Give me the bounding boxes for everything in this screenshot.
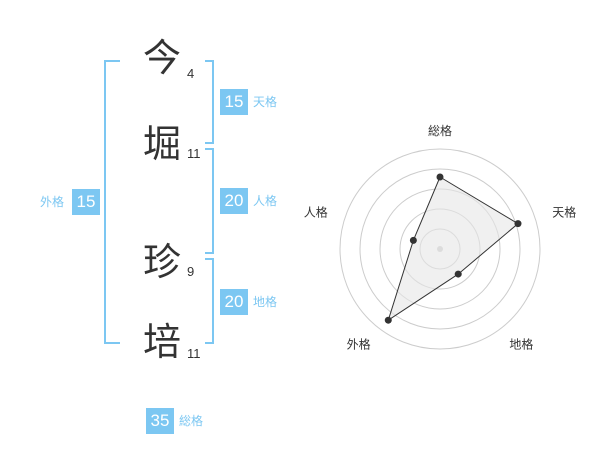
radar-axis-label: 外格	[347, 336, 371, 351]
chikaku-label: 地格	[253, 295, 278, 309]
radar-ring	[339, 148, 541, 350]
chikaku-value-badge: 20	[220, 289, 248, 315]
stroke-count-3: 9	[187, 264, 195, 279]
radar-point-4	[384, 316, 392, 324]
name-char-2: 堀	[142, 122, 181, 166]
soukaku-label: 総格	[179, 414, 204, 428]
gaikaku-bracket	[104, 60, 120, 344]
tenkaku-bracket	[205, 60, 214, 144]
radar-axis-label: 人格	[304, 205, 328, 220]
radar-point-1	[436, 173, 444, 181]
radar-axis-label: 天格	[552, 205, 576, 220]
radar-point-5	[409, 236, 417, 244]
name-char-4: 培	[142, 320, 181, 364]
radar-series-area	[387, 176, 519, 322]
stroke-count-1: 4	[187, 66, 195, 81]
jinkaku-value-badge: 20	[220, 188, 248, 214]
jinkaku-label: 人格	[253, 194, 278, 208]
radar-point-3	[454, 270, 462, 278]
radar-axis-label: 総格	[428, 123, 452, 138]
name-char-3: 珍	[142, 240, 181, 284]
chikaku-bracket	[205, 258, 214, 344]
radar-axis-label: 地格	[509, 336, 533, 351]
stroke-count-2: 11	[187, 146, 201, 161]
jinkaku-bracket	[205, 148, 214, 254]
name-char-1: 今	[142, 36, 181, 80]
tenkaku-label: 天格	[253, 95, 278, 109]
gaikaku-value-badge: 15	[72, 189, 100, 215]
radar-point-2	[514, 220, 522, 228]
gaikaku-label: 外格	[40, 195, 65, 209]
tenkaku-value-badge: 15	[220, 89, 248, 115]
stroke-count-4: 11	[187, 346, 201, 361]
radar-ring	[359, 168, 521, 330]
soukaku-value-badge: 35	[146, 408, 174, 434]
